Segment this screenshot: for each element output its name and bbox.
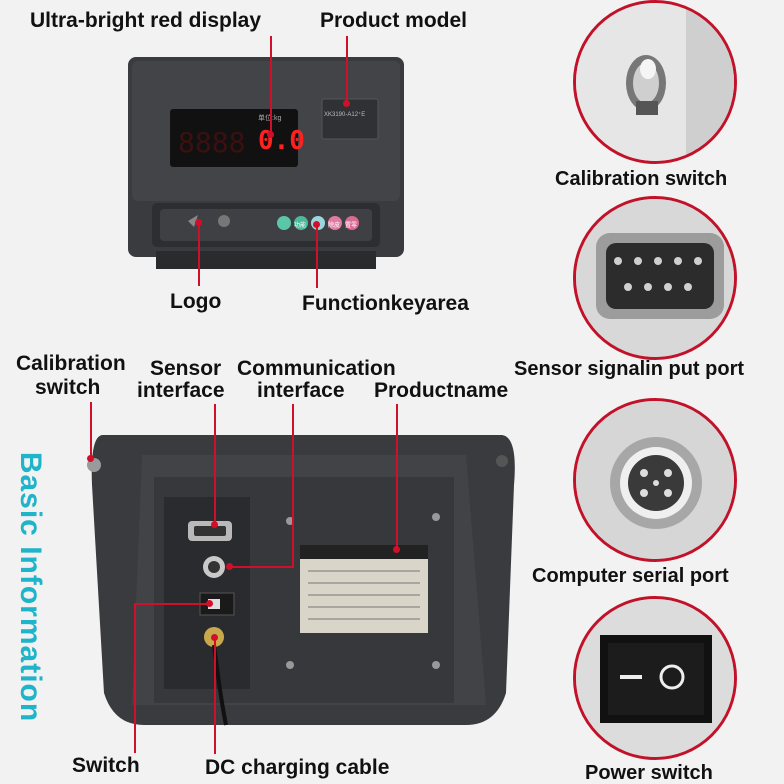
display-readout: 0.0 (258, 126, 305, 156)
computer-serial-port-closeup (573, 398, 737, 562)
label-switch: Switch (72, 754, 140, 777)
calibration-switch-caption: Calibration switch (555, 168, 728, 190)
basic-information-title: Basic Information (14, 451, 47, 723)
label-communication-interface-2: interface (257, 379, 345, 402)
power-switch-caption: Power switch (585, 762, 713, 784)
label-product-name: Productname (374, 379, 509, 402)
model-text: XK3190-A12⁺E (324, 112, 366, 118)
label-sensor-interface-1: Sensor (150, 357, 222, 380)
front-indicator-image: 8888 0.0 单位:kg XK3190-A12⁺E 功能 ● 除皮 置零 (126, 55, 406, 275)
label-communication-interface-1: Communication (237, 357, 396, 380)
label-ultra-bright-display: Ultra-bright red display (30, 9, 262, 32)
calibration-switch-closeup (573, 0, 737, 164)
sensor-port-closeup (573, 196, 737, 360)
label-logo: Logo (170, 290, 222, 313)
rear-indicator-image (86, 425, 518, 733)
key-label-1: 功能 (294, 223, 307, 229)
computer-serial-port-caption: Computer serial port (532, 565, 729, 587)
key-label-4: 置零 (345, 223, 358, 229)
label-dc-charging-cable: DC charging cable (205, 756, 390, 779)
label-function-key-area: Functionkeyarea (302, 292, 469, 315)
label-product-model: Product model (320, 9, 468, 32)
unit-text: 单位:kg (258, 113, 281, 123)
svg-text:8888: 8888 (178, 126, 245, 159)
sensor-port-caption: Sensor signalin put port (514, 358, 745, 380)
label-calibration-switch-2: switch (35, 376, 101, 399)
power-switch-closeup (573, 596, 737, 760)
key-label-3: 除皮 (328, 223, 341, 229)
label-sensor-interface-2: interface (137, 379, 225, 402)
label-calibration-switch-1: Calibration (16, 352, 126, 375)
